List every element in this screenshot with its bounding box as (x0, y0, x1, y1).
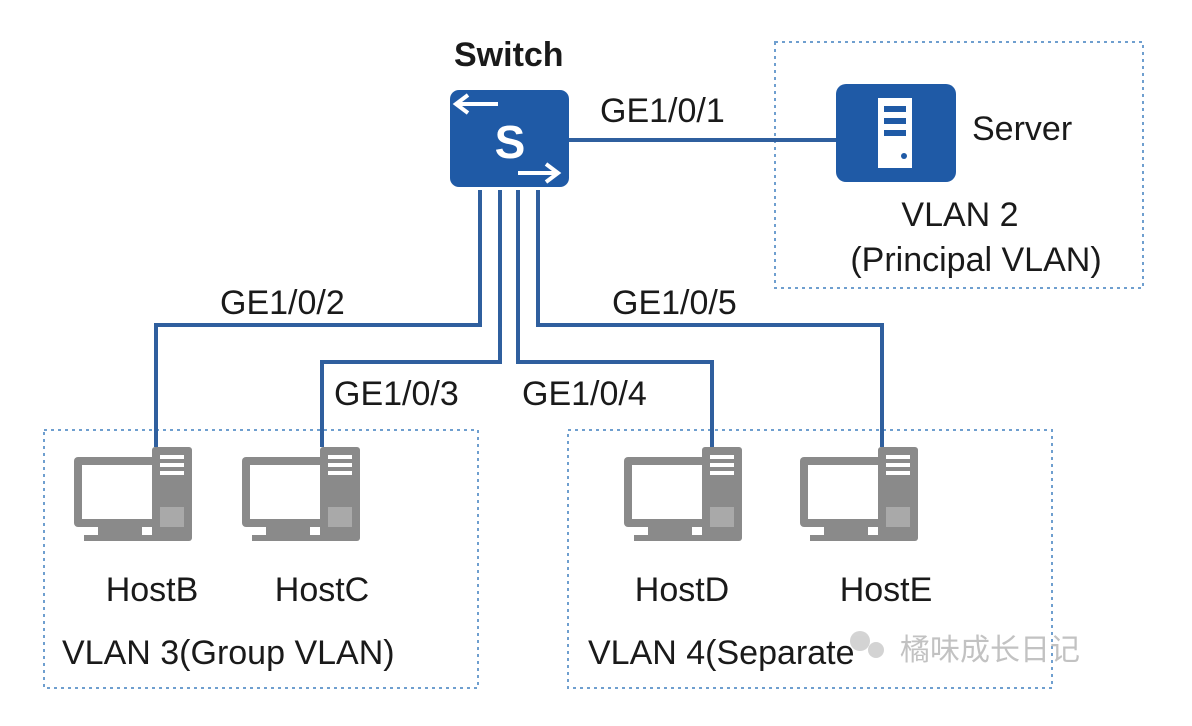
link-ge1-0-3 (320, 190, 502, 447)
links (154, 138, 884, 447)
link-ge1-0-5 (536, 190, 884, 447)
group-vlan-label: VLAN 3(Group VLAN) (62, 634, 395, 672)
port-label-ge1-0-5: GE1/0/5 (612, 284, 737, 322)
watermark-text: 橘味成长日记 (900, 633, 1080, 668)
hoste-computer-icon (800, 447, 918, 541)
hoste-label: HostE (840, 571, 933, 609)
port-label-ge1-0-4: GE1/0/4 (522, 375, 647, 413)
hostc-label: HostC (275, 571, 369, 609)
hostd-label: HostD (635, 571, 729, 609)
server-label: Server (972, 110, 1072, 148)
hostc-computer-icon (242, 447, 360, 541)
principal-vlan-box (774, 41, 1144, 289)
port-label-ge1-0-2: GE1/0/2 (220, 284, 345, 322)
principal-vlan-type: (Principal VLAN) (850, 241, 1101, 279)
port-label-ge1-0-3: GE1/0/3 (334, 375, 459, 413)
switch-icon: S (450, 90, 569, 187)
server-icon (836, 84, 956, 182)
switch-glyph: S (495, 116, 526, 168)
hostd-computer-icon (624, 447, 742, 541)
link-ge1-0-2 (154, 190, 482, 447)
hostb-computer-icon (74, 447, 192, 541)
switch-title: Switch (454, 36, 564, 74)
group-vlan-box (43, 429, 479, 689)
port-label-ge1-0-1: GE1/0/1 (600, 92, 725, 130)
link-ge1-0-4 (516, 190, 714, 447)
principal-vlan-id: VLAN 2 (901, 196, 1018, 234)
watermark: 橘味成长日记 (850, 631, 1080, 668)
hostb-label: HostB (106, 571, 199, 609)
separate-vlan-label: VLAN 4(Separate (588, 634, 855, 672)
